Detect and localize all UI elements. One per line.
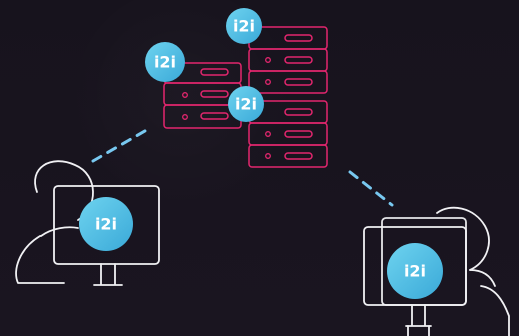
badge-server-top-label: i2i bbox=[233, 17, 255, 36]
badge-server-middle: i2i bbox=[228, 86, 264, 122]
badge-server-left: i2i bbox=[145, 42, 185, 82]
server-stack bbox=[163, 26, 328, 168]
badge-server-middle-label: i2i bbox=[235, 95, 257, 114]
connection-line-left bbox=[91, 126, 152, 163]
badge-device-right: i2i bbox=[387, 243, 443, 299]
badge-server-left-label: i2i bbox=[154, 53, 176, 72]
connection-lines bbox=[91, 126, 394, 207]
badge-server-top: i2i bbox=[226, 8, 262, 44]
badge-device-left: i2i bbox=[79, 197, 133, 251]
right-user-workstation bbox=[363, 206, 510, 336]
connection-line-right bbox=[348, 170, 394, 207]
server-right-top-stack bbox=[248, 26, 328, 94]
badge-device-left-label: i2i bbox=[95, 215, 117, 234]
badge-device-right-label: i2i bbox=[404, 262, 426, 281]
